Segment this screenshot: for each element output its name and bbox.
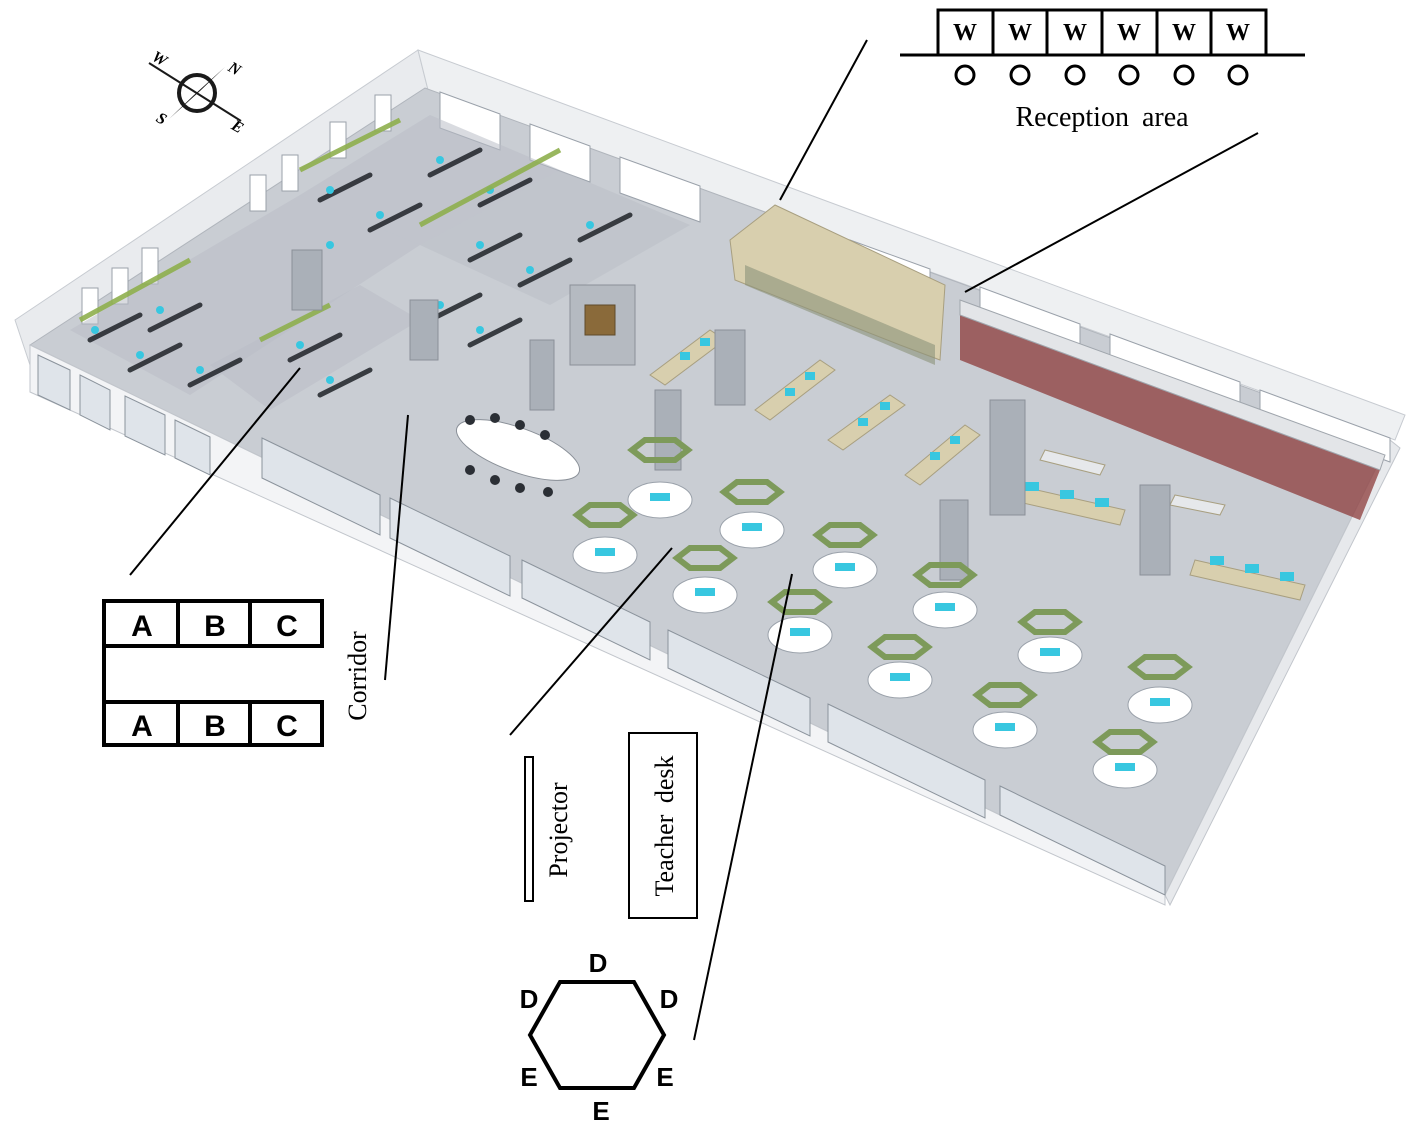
compass-ring-icon — [177, 73, 217, 113]
pillars — [714, 329, 1171, 581]
hex-seat-e-left: E — [520, 1062, 537, 1092]
compass-north: N — [224, 58, 245, 80]
corridor-label: Corridor — [343, 631, 372, 721]
hex-table-icon — [527, 980, 667, 1090]
reception-window-1: W — [953, 20, 977, 46]
reception-seat-icons — [954, 64, 1249, 86]
hex-seat-e-right: E — [656, 1062, 673, 1092]
teacher-desk-label: Teacher desk — [650, 755, 679, 896]
reception-leader-2 — [964, 132, 1259, 293]
compass-west: W — [149, 48, 171, 71]
reception-inset: W W W W W W Reception area — [779, 8, 1305, 293]
office-render — [14, 49, 1406, 907]
projector-label: Projector — [544, 782, 573, 878]
compass-needle-icon — [169, 67, 225, 119]
teacher-desk — [628, 732, 698, 919]
desk-monitors — [680, 338, 1294, 581]
cubicle-bottom-b: B — [204, 710, 226, 743]
hex-seat-d-top: D — [589, 948, 608, 978]
projector-screen-icon — [524, 756, 534, 902]
cubicle-bottom-c: C — [276, 710, 298, 743]
hex-table-leader — [693, 573, 793, 1041]
corridor-leader — [384, 414, 409, 681]
compass-east: E — [228, 117, 247, 138]
reception-window-2: W — [1008, 20, 1032, 46]
reception-window-3: W — [1063, 20, 1087, 46]
cubicle-bottom-a: A — [131, 710, 153, 743]
front-windows — [37, 354, 1166, 896]
compass-south: S — [153, 110, 169, 129]
hex-seat-d-right: D — [660, 984, 679, 1014]
cubicle-top-b: B — [204, 610, 226, 643]
reception-window-5: W — [1172, 20, 1196, 46]
reception-window-6: W — [1226, 20, 1250, 46]
reception-window-4: W — [1117, 20, 1141, 46]
hex-tables — [572, 437, 1193, 789]
compass: N S E W — [148, 48, 247, 138]
projector-leader — [509, 547, 673, 736]
lockers — [959, 299, 1386, 520]
cubicle-top-c: C — [276, 610, 298, 643]
reception-label: Reception area — [1015, 102, 1189, 133]
reception-counter-render — [729, 204, 946, 365]
cubicle-top-a: A — [131, 610, 153, 643]
back-wall-right — [417, 49, 1406, 441]
cubicle-inset: A B C A B C Corridor — [102, 367, 409, 747]
hex-seat-d-left: D — [520, 984, 539, 1014]
cubicle-blocks — [70, 115, 690, 471]
hex-seat-e-bottom: E — [592, 1096, 609, 1126]
classroom-inset: Projector Teacher desk D D D E E E — [509, 547, 793, 1126]
meeting-table — [455, 413, 581, 497]
cubicle-leader — [129, 367, 301, 576]
right-wall — [1164, 439, 1401, 907]
reception-leader-1 — [779, 39, 868, 201]
